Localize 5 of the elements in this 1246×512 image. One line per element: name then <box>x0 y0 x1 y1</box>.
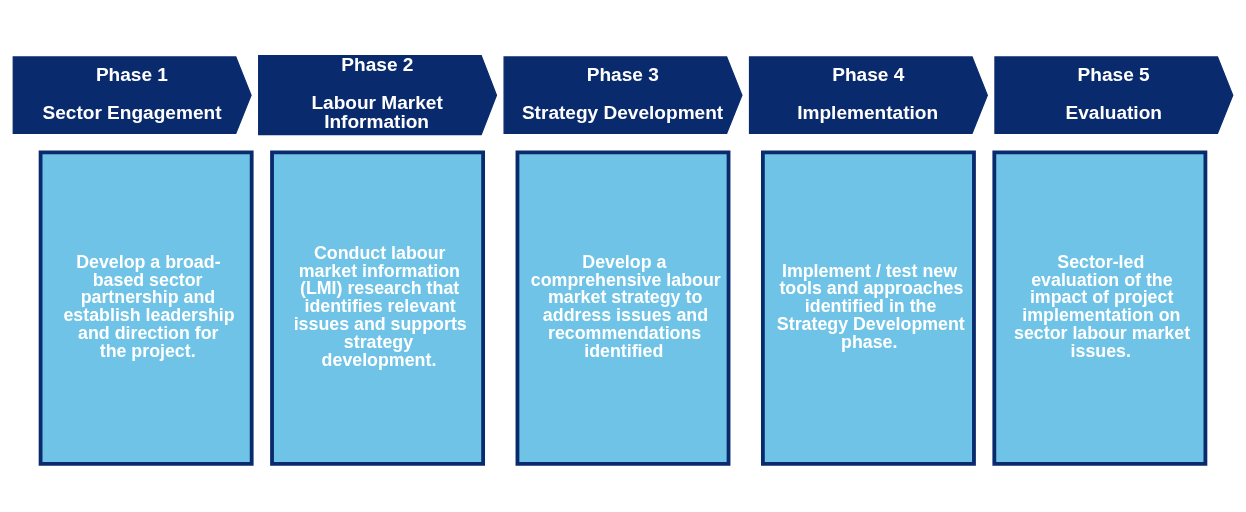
node-box: Conduct labour market information (LMI) research that identifies relevant issues and supports strategy development. <box>270 150 486 466</box>
node-box: Develop a broad-based sector partnership and establish leadership and direction for the project. <box>38 150 254 466</box>
node-box: Implement / test new tools and approaches identified in the Strategy Development phase. <box>760 150 976 466</box>
node-box: Sector-led evaluation of the impact of project implementation on sector labour market issues. <box>992 150 1208 466</box>
node-box: Develop a comprehensive labour market strategy to address issues and recommendations identified <box>515 150 731 466</box>
